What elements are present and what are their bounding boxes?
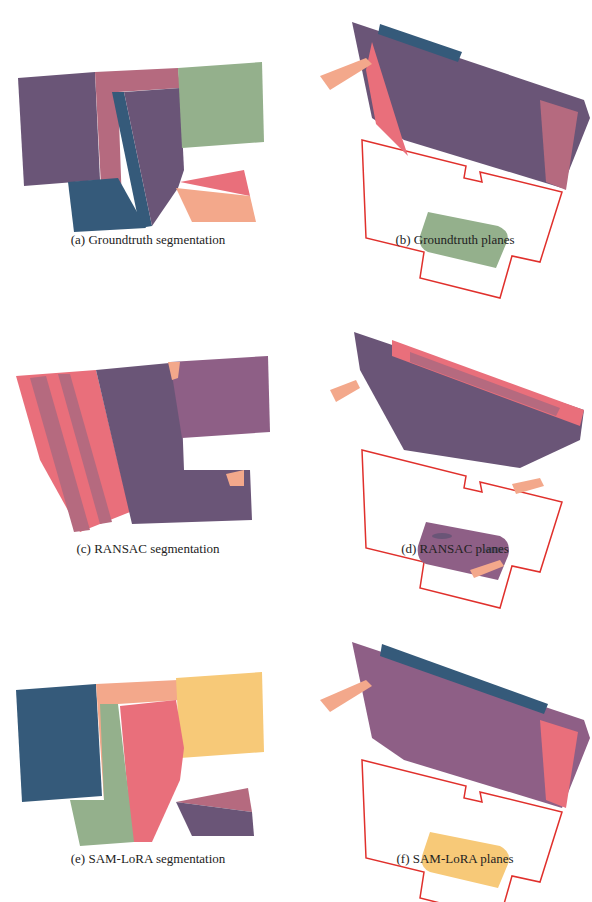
subfigure-caption: (f) SAM-LoRA planes	[397, 851, 514, 867]
sam-lora-planes	[320, 642, 590, 902]
sam-lora-segmentation	[16, 672, 264, 846]
subfigure-caption: (b) Groundtruth planes	[395, 232, 514, 248]
subfigure-caption: (a) Groundtruth segmentation	[71, 232, 226, 248]
groundtruth-planes	[320, 22, 590, 298]
subfigure-caption: (d) RANSAC planes	[401, 541, 509, 557]
ransac-segmentation	[16, 356, 270, 532]
ransac-planes	[330, 332, 584, 608]
subfigure-caption: (c) RANSAC segmentation	[77, 541, 220, 557]
groundtruth-segmentation	[18, 62, 264, 232]
subfigure-caption: (e) SAM-LoRA segmentation	[71, 851, 226, 867]
